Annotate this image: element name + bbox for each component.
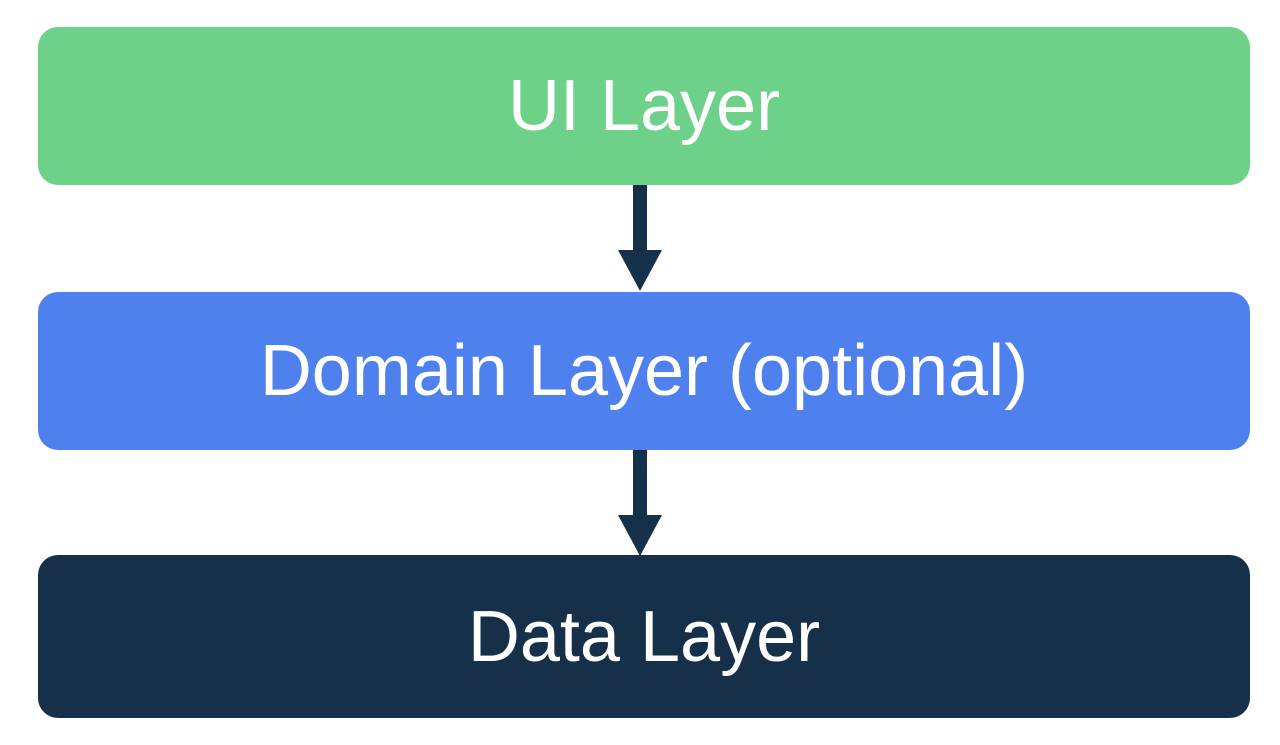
layer-box-domain-layer[interactable]: Domain Layer (optional) bbox=[38, 292, 1250, 450]
layer-box-data-layer[interactable]: Data Layer bbox=[38, 555, 1250, 718]
layer-box-ui-layer[interactable]: UI Layer bbox=[38, 27, 1250, 185]
layer-label-domain-layer: Domain Layer (optional) bbox=[259, 331, 1029, 411]
layer-label-ui-layer: UI Layer bbox=[507, 66, 781, 146]
layer-label-data-layer: Data Layer bbox=[467, 596, 821, 677]
